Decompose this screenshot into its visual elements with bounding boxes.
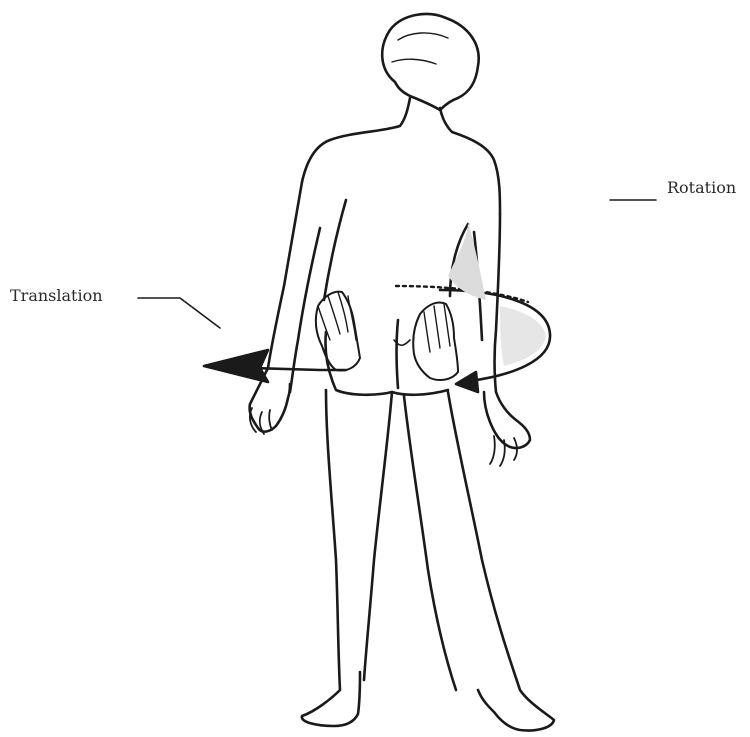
rotation-label: Rotation bbox=[667, 178, 736, 197]
translation-label: Translation bbox=[10, 286, 103, 305]
label-leaders bbox=[138, 200, 656, 328]
left-arm bbox=[250, 182, 320, 434]
examiner-hands bbox=[316, 292, 458, 380]
translation-leader-line bbox=[138, 298, 220, 328]
head bbox=[382, 14, 478, 110]
